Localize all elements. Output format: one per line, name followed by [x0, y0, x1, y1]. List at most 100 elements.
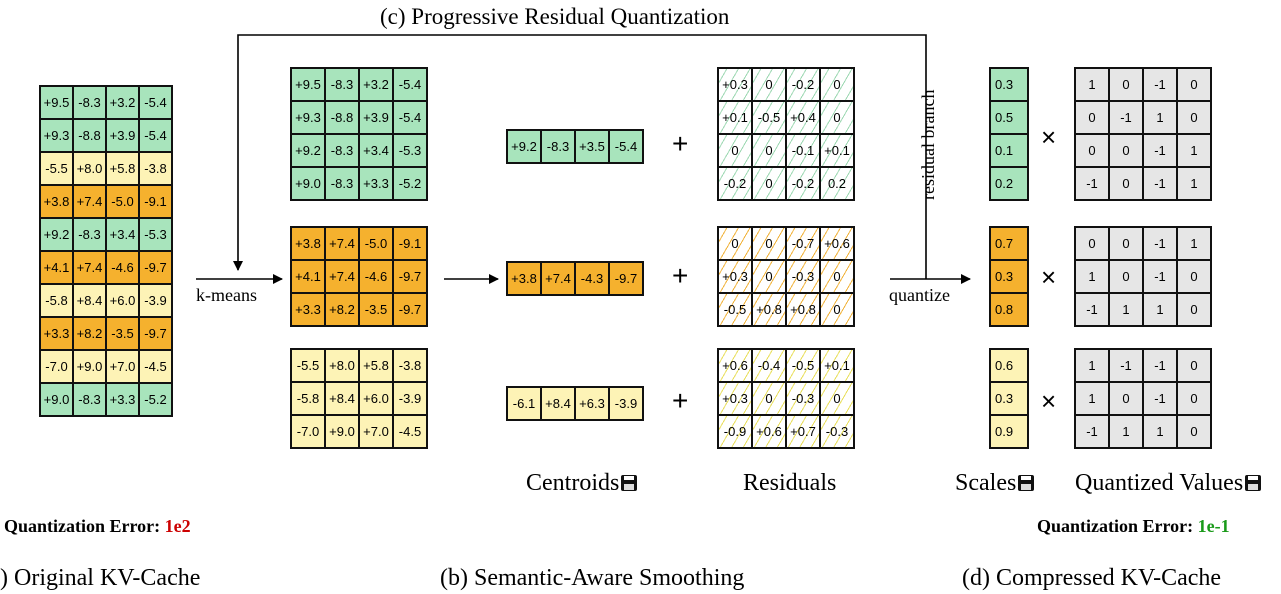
quantized-value-cell: -1: [1074, 414, 1110, 449]
residual-value-cell: +0.3: [717, 381, 753, 416]
cluster-value-cell: -9.7: [392, 259, 428, 294]
caption-original-kv-cache: ) Original KV-Cache: [0, 565, 201, 591]
quantized-value-cell: 0: [1074, 226, 1110, 261]
matrix-row: 0.3: [989, 67, 1029, 102]
error-value-high: 1e2: [164, 516, 191, 536]
kv-value-cell: -4.5: [138, 349, 173, 384]
kv-value-cell: -5.5: [39, 151, 74, 186]
quantized-value-cell: 1: [1176, 133, 1212, 168]
kv-value-cell: -5.2: [138, 382, 173, 417]
quantized-value-cell: 1: [1176, 226, 1212, 261]
kv-value-cell: -8.8: [72, 118, 107, 153]
centroid-value-cell: -8.3: [540, 129, 576, 164]
quantized-value-cell: 1: [1108, 414, 1144, 449]
quantized-value-cell: 0: [1176, 259, 1212, 294]
cluster-value-cell: +3.4: [358, 133, 394, 168]
residual-value-cell: -0.3: [785, 381, 821, 416]
scale-value-cell: 0.3: [989, 381, 1029, 416]
kv-value-cell: -9.1: [138, 184, 173, 219]
quantization-error-compressed: Quantization Error: 1e-1: [1037, 516, 1230, 537]
cluster-value-cell: +3.3: [290, 292, 326, 327]
cluster-value-cell: +3.3: [358, 166, 394, 201]
kv-value-cell: +8.4: [72, 283, 107, 318]
scale-value-cell: 0.2: [989, 166, 1029, 201]
cluster-value-cell: -5.2: [392, 166, 428, 201]
cluster-value-cell: -5.4: [392, 100, 428, 135]
scale-value-cell: 0.1: [989, 133, 1029, 168]
quantized-value-cell: 0: [1074, 133, 1110, 168]
kv-value-cell: -7.0: [39, 349, 74, 384]
centroid-value-cell: +9.2: [506, 129, 542, 164]
residual-value-cell: +0.6: [751, 414, 787, 449]
kv-value-cell: +3.8: [39, 184, 74, 219]
residual-value-cell: +0.1: [717, 100, 753, 135]
quantized-value-cell: -1: [1142, 381, 1178, 416]
cluster-value-cell: +7.4: [324, 226, 360, 261]
cluster-value-cell: +3.2: [358, 67, 394, 102]
kv-value-cell: -9.7: [138, 250, 173, 285]
matrix-row: +0.6-0.4-0.5+0.1: [717, 348, 855, 383]
kv-value-cell: +5.8: [105, 151, 140, 186]
matrix-row: +4.1+7.4-4.6-9.7: [39, 250, 173, 285]
kv-value-cell: +4.1: [39, 250, 74, 285]
centroid-value-cell: +6.3: [574, 386, 610, 421]
quantized-value-cell: 0: [1108, 381, 1144, 416]
quantized-value-cell: 0: [1108, 259, 1144, 294]
residual-value-cell: 0: [751, 166, 787, 201]
quantized-value-cell: 1: [1074, 259, 1110, 294]
matrix-row: +4.1+7.4-4.6-9.7: [290, 259, 428, 294]
centroid-value-cell: -5.4: [608, 129, 644, 164]
residual-value-cell: -0.9: [717, 414, 753, 449]
kv-value-cell: +7.4: [72, 184, 107, 219]
times-operator-orange: ×: [1041, 262, 1057, 292]
quantized-value-cell: 1: [1074, 348, 1110, 383]
quantized-value-cell: -1: [1108, 100, 1144, 135]
matrix-row: +9.0-8.3+3.3-5.2: [39, 382, 173, 417]
cluster-value-cell: -3.9: [392, 381, 428, 416]
quantized-value-cell: 1: [1176, 166, 1212, 201]
cluster-value-cell: -5.8: [290, 381, 326, 416]
residual-value-cell: +0.1: [819, 348, 855, 383]
kv-value-cell: -5.0: [105, 184, 140, 219]
kv-value-cell: +3.2: [105, 85, 140, 120]
save-disk-icon: [621, 475, 638, 491]
matrix-row: +9.5-8.3+3.2-5.4: [39, 85, 173, 120]
quantized-values-label-text: Quantized Values: [1075, 470, 1244, 496]
quantized-value-cell: -1: [1074, 166, 1110, 201]
centroid-value-cell: +7.4: [540, 261, 576, 296]
error-value-low: 1e-1: [1197, 516, 1230, 536]
residual-value-cell: -0.7: [785, 226, 821, 261]
matrix-row: 0.6: [989, 348, 1029, 383]
scale-value-cell: 0.3: [989, 259, 1029, 294]
caption-compressed-kv-cache: (d) Compressed KV-Cache: [962, 565, 1222, 591]
cluster-value-cell: -5.3: [392, 133, 428, 168]
quantized-value-cell: 0: [1108, 226, 1144, 261]
centroids-label: Centroids: [526, 470, 638, 497]
kv-value-cell: -3.9: [138, 283, 173, 318]
cluster-value-cell: +9.3: [290, 100, 326, 135]
kv-value-cell: +9.3: [39, 118, 74, 153]
quantized-value-cell: -1: [1142, 226, 1178, 261]
residual-value-cell: -0.5: [717, 292, 753, 327]
matrix-row: +9.2-8.3+3.4-5.3: [290, 133, 428, 168]
matrix-row: +9.3-8.8+3.9-5.4: [39, 118, 173, 153]
kv-value-cell: -8.3: [72, 85, 107, 120]
times-operator-green: ×: [1041, 122, 1057, 152]
kmeans-label: k-means: [196, 285, 257, 305]
centroid-value-cell: +8.4: [540, 386, 576, 421]
kv-value-cell: +3.3: [105, 382, 140, 417]
quantized-value-cell: 0: [1108, 166, 1144, 201]
